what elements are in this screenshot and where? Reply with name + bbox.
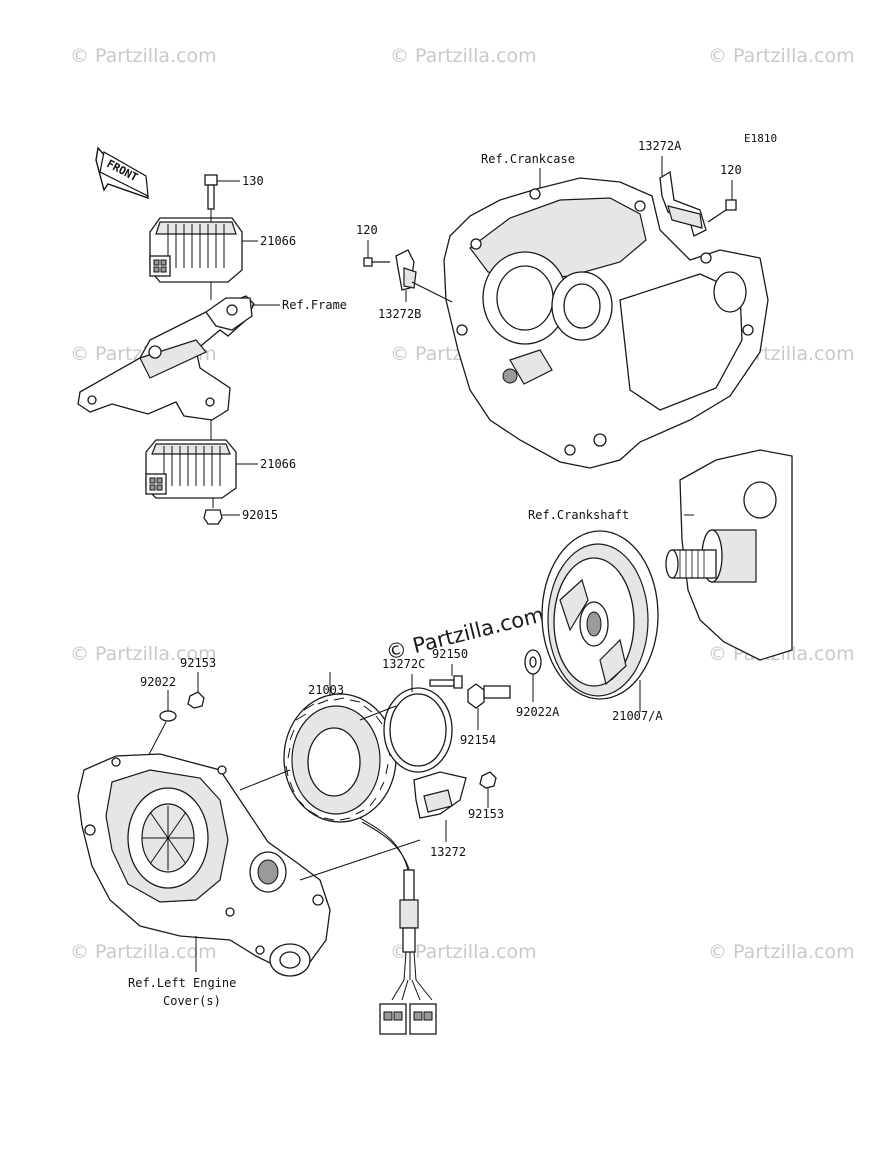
crankcase-reference (443, 168, 769, 469)
label-92022: 92022 (140, 675, 176, 689)
label-92015: 92015 (242, 508, 278, 522)
front-arrow-icon: FRONT (95, 146, 150, 200)
label-92022A: 92022A (516, 705, 560, 719)
bolt-120-right (707, 180, 737, 223)
nut-92015 (203, 509, 240, 525)
label-13272A: 13272A (638, 139, 682, 153)
left-engine-cover-reference (77, 753, 331, 977)
label-13272C: 13272C (382, 657, 425, 671)
watermark: © Partzilla.com (70, 643, 217, 665)
label-120-left: 120 (356, 223, 378, 237)
rotor-flywheel (541, 530, 659, 712)
label-13272B: 13272B (378, 307, 421, 321)
stator (283, 672, 397, 823)
label-ref-frame: Ref.Frame (282, 298, 347, 312)
clamp-13272B (395, 249, 417, 302)
watermark: © Partzilla.com (70, 45, 217, 67)
label-21066-top: 21066 (260, 234, 296, 248)
label-130: 130 (242, 174, 264, 188)
watermark: © Partzilla.com (390, 45, 537, 67)
label-120-right: 120 (720, 163, 742, 177)
bolt-92154 (467, 683, 511, 730)
bolt-92153-mid (479, 771, 497, 808)
label-92153-mid: 92153 (468, 807, 504, 821)
label-13272: 13272 (430, 845, 466, 859)
label-ref-crankcase: Ref.Crankcase (481, 152, 575, 166)
clamp-13272 (413, 771, 467, 842)
regulator-rectifier-top (149, 217, 258, 283)
label-21007A: 21007/A (612, 709, 663, 723)
watermark: © Partzilla.com (708, 45, 855, 67)
washer-92022A (524, 649, 542, 702)
label-21066-bottom: 21066 (260, 457, 296, 471)
clamp-13272A (659, 156, 707, 237)
regulator-rectifier-bottom (145, 439, 258, 499)
bolt-92150 (429, 664, 463, 689)
label-ref-left-engine-cover-line1: Ref.Left Engine (128, 976, 236, 990)
label-92153-top: 92153 (180, 656, 216, 670)
bolt-92153-top (187, 672, 205, 709)
watermark: © Partzilla.com (708, 941, 855, 963)
label-21003: 21003 (308, 683, 344, 697)
label-ref-crankshaft: Ref.Crankshaft (528, 508, 629, 522)
label-92154: 92154 (460, 733, 496, 747)
watermark: © Partzilla.com (70, 941, 217, 963)
label-92150: 92150 (432, 647, 468, 661)
watermark: © Partzilla.com (390, 941, 537, 963)
label-ref-left-engine-cover-line2: Cover(s) (163, 994, 221, 1008)
diagram-code: E1810 (744, 132, 777, 145)
gasket-13272C (383, 674, 453, 773)
washer-92022 (143, 690, 177, 765)
bolt-130 (204, 174, 240, 210)
part-labels: 130 21066 Ref.Frame 21066 92015 120 1327… (128, 139, 742, 1008)
crankshaft-reference (665, 449, 793, 661)
wiring-harness (359, 817, 437, 1035)
mounting-bracket-frame (77, 295, 280, 421)
bolt-120-left (363, 240, 390, 267)
